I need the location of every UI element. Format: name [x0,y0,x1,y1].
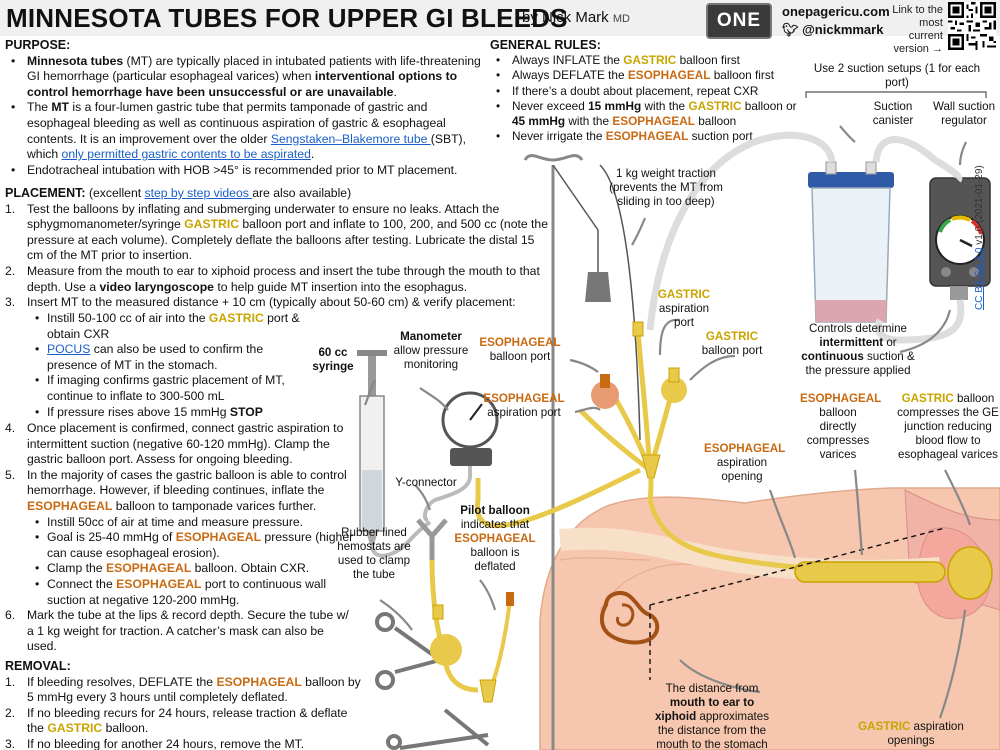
removal-step-3: 3.If no bleeding for another 24 hours, r… [5,736,305,750]
placement-step-3-sub-1: Instill 50-100 cc of air into the GASTRI… [5,311,305,342]
purpose-section: PURPOSE: Minnesota tubes (MT) are typica… [5,38,483,178]
placement-step-3-sub-3: If imaging confirms gastric placement of… [5,373,305,404]
placement-step-1: 1.Test the balloons by inflating and sub… [5,201,548,263]
annotation-arrows [363,125,972,719]
label-hemostats: Rubber lined hemostats are used to clamp… [337,526,411,581]
one-logo: ONE [706,3,772,39]
esophageal-balloon-shape [794,561,946,583]
label-wall-regulator: Wall suction regulator [932,100,996,127]
label-controls: Controls determine intermittent or conti… [801,322,915,377]
manometer [422,391,499,522]
syringe [357,350,432,558]
author-byline: by Nick Mark MD [522,9,630,26]
page-title: MINNESOTA TUBES FOR UPPER GI BLEEDS [6,3,568,33]
placement-step-3-sub-4: If pressure rises above 15 mmHg STOP [5,405,305,421]
license-label[interactable]: CC BY-SA 3.0 v1.0 (2021-01-29) [974,165,985,310]
placement-heading: PLACEMENT: [5,186,86,200]
sbt-link[interactable]: Sengstaken–Blakemore tube [270,131,431,146]
placement-step-3: 3.Insert MT to the measured distance + 1… [5,295,516,310]
label-weight-traction: 1 kg weight traction (prevents the MT fr… [609,167,723,208]
placement-step-6: 6.Mark the tube at the lips & record dep… [5,608,349,654]
pocus-link[interactable]: POCUS [47,342,91,357]
rule-2: Always DEFLATE the ESOPHAGEAL balloon fi… [490,68,800,83]
general-rules-heading: GENERAL RULES: [490,38,601,52]
rule-1: Always INFLATE the GASTRIC balloon first [490,53,800,68]
removal-section: REMOVAL: 1.If bleeding resolves, DEFLATE… [5,659,367,750]
twitter-handle[interactable]: 🐦︎ @nickmmark [782,22,884,37]
header-bar [0,0,1000,36]
placement-step-2: 2.Measure from the mouth to ear to xipho… [5,263,540,294]
rule-4: Never exceed 15 mmHg with the GASTRIC ba… [490,99,800,129]
purpose-bullet-3: Endotracheal intubation with HOB >45° is… [5,163,483,179]
iv-pole [523,154,641,750]
label-syringe: 60 cc syringe [312,346,354,373]
purpose-bullet-2: The MT is a four-lumen gastric tube that… [5,100,483,162]
gastric-balloon-shape [947,546,993,600]
rule-5: Never irrigate the ESOPHAGEAL suction po… [490,129,800,144]
label-y-connector: Y-connector [395,476,457,489]
hemostats [375,612,490,750]
placement-step-5-sub-1: Instill 50cc of air at time and measure … [5,515,355,531]
general-rules-section: GENERAL RULES: Always INFLATE the GASTRI… [490,38,800,145]
placement-step-5-sub-3: Clamp the ESOPHAGEAL balloon. Obtain CXR… [5,561,355,577]
placement-step-5-sub-2: Goal is 25-40 mmHg of ESOPHAGEAL pressur… [5,530,355,561]
rule-3: If there’s a doubt about placement, repe… [490,84,800,99]
videos-link[interactable]: step by step videos [144,186,253,200]
placement-section-b: Instill 50-100 cc of air into the GASTRI… [5,311,305,420]
label-gastric-balloon: GASTRIC balloon compresses the GE juncti… [897,392,999,461]
twitter-icon: 🐦︎ [782,22,803,37]
removal-step-2: 2.If no bleeding recurs for 24 hours, re… [5,705,348,736]
label-gastric-openings: GASTRIC aspiration openings [858,720,964,747]
label-suction-canister: Suction canister [872,100,914,127]
current-version-link[interactable]: Link to the most current version → [892,4,943,55]
placement-section-a: PLACEMENT: (excellent step by step video… [5,186,553,311]
gastric-aspiration-link[interactable]: only permitted gastric contents to be as… [61,147,311,162]
y-connector [416,518,448,560]
placement-step-4: 4.Once placement is confirmed, connect g… [5,421,344,467]
purpose-heading: PURPOSE: [5,38,71,52]
placement-section-c: 4.Once placement is confirmed, connect g… [5,421,355,655]
site-link[interactable]: onepagericu.com [782,4,890,19]
placement-step-3-sub-2: POCUS can also be used to confirm the pr… [5,342,305,373]
placement-step-5: 5.In the majority of cases the gastric b… [5,467,347,513]
qr-code-icon[interactable] [948,2,996,50]
removal-heading: REMOVAL: [5,659,71,673]
label-suction-setups: Use 2 suction setups (1 for each port) [813,62,981,89]
suction-canister [808,161,894,323]
placement-step-5-sub-4: Connect the ESOPHAGEAL port to continuou… [5,577,355,608]
mt-ports [474,321,687,529]
removal-step-1: 1.If bleeding resolves, DEFLATE the ESOP… [5,674,361,705]
label-distance: The distance from mouth to ear to xiphoi… [654,682,770,750]
purpose-bullet-1: Minnesota tubes (MT) are typically place… [5,54,483,101]
